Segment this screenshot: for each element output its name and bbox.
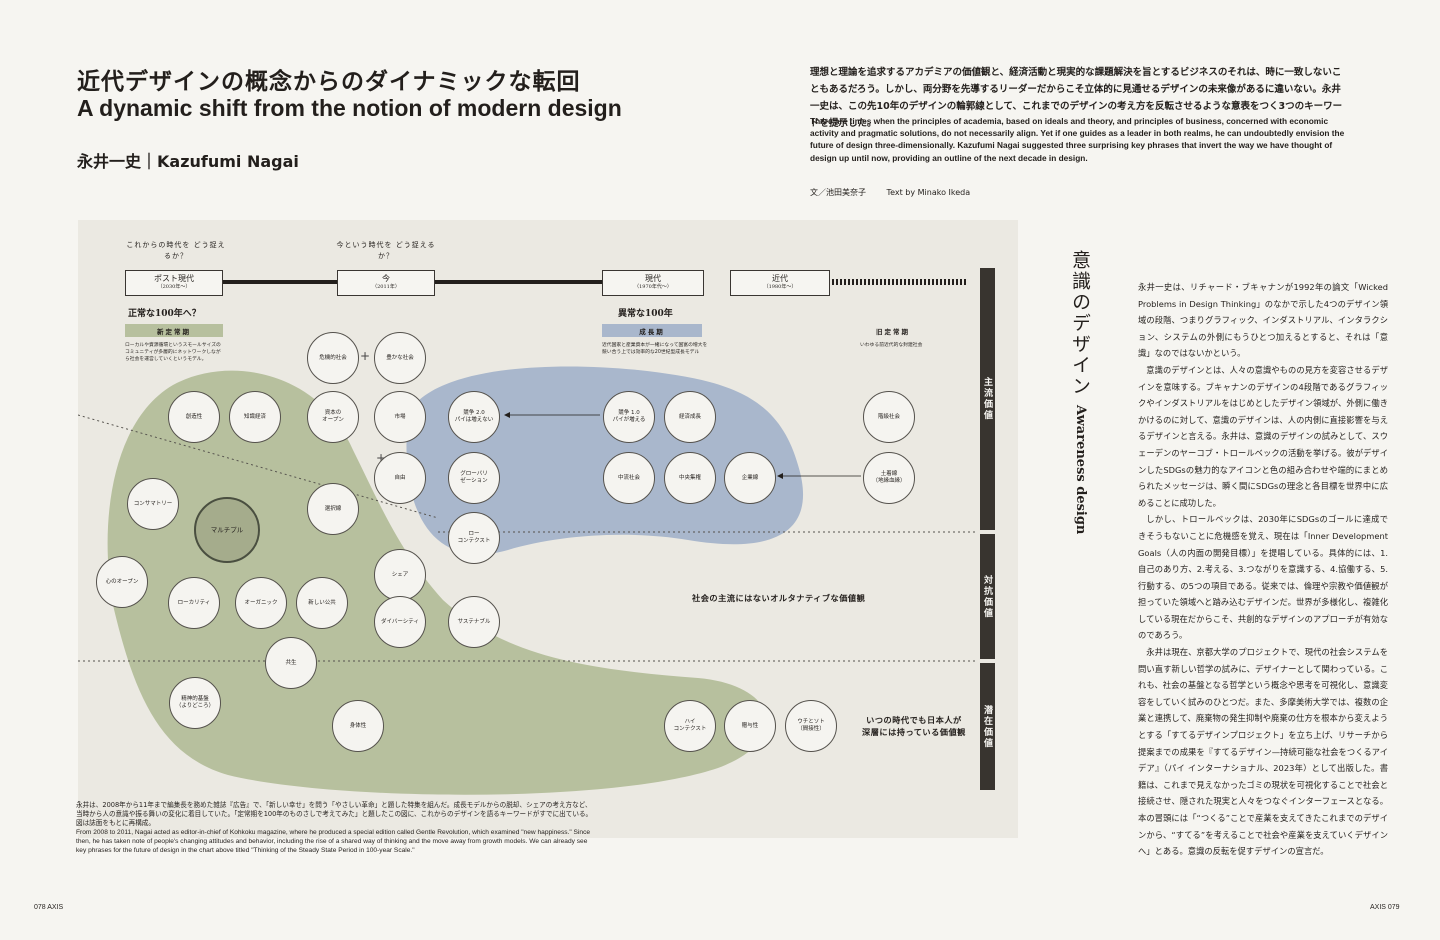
era-sub: （2030年〜） bbox=[157, 284, 191, 290]
note-new-steady: ローカルや資源循環というスモールサイズのコミュニティが多層的にネットワークしなが… bbox=[125, 343, 221, 362]
note-growth: 近代国家と産業資本が一緒になって国富の増大を競い合う上では効率的な20世紀型成長… bbox=[602, 343, 708, 355]
value-map-diagram: これからの時代を どう捉えるか？ 今という時代を どう捉えるか？ ポスト現代（2… bbox=[78, 220, 1018, 838]
credit: 文／池田美奈子 Text by Minako Ikeda bbox=[810, 187, 988, 198]
era-sub: （1980年〜） bbox=[763, 284, 797, 290]
node-local: ローカリティ bbox=[168, 577, 220, 629]
paragraph: 永井一史は、リチャード・ブキャナンが1992年の論文「Wicked Proble… bbox=[1138, 282, 1388, 359]
lead-japanese: 理想と理論を追求するアカデミアの価値観と、経済活動と現実的な課題解決を旨とするビ… bbox=[810, 67, 1343, 129]
paragraph: しかし、トロールベックは、2030年にSDGsのゴールに達成できそうもないことに… bbox=[1138, 514, 1388, 641]
arrow-to-kyoso2-head bbox=[504, 412, 510, 418]
node-shintai: 身体性 bbox=[332, 700, 384, 752]
node-kaikyu: 階級社会 bbox=[863, 391, 915, 443]
label-alternative: 社会の主流にはないオルタナティブな価値観 bbox=[692, 593, 866, 603]
band-main-values: 主流価値 bbox=[980, 268, 995, 530]
node-yutaka: 豊かな社会 bbox=[374, 332, 426, 384]
node-kigyo: 企業線 bbox=[724, 452, 776, 504]
node-uchisoto: ウチとソト （間接性） bbox=[785, 700, 837, 752]
node-consult: コンサマトリー bbox=[127, 478, 179, 530]
node-kyosei: 共生 bbox=[265, 637, 317, 689]
caption-japanese: 永井は、2008年から11年まで編集長を務めた雑誌『広告』で、「新しい幸せ」を問… bbox=[76, 801, 593, 827]
paragraph: 永井は現在、京都大学のプロジェクトで、現代の社会システムを問い直す新しい哲学の試… bbox=[1138, 647, 1388, 857]
era-label: 近代 bbox=[772, 274, 788, 283]
green-area bbox=[107, 370, 767, 795]
title-english: A dynamic shift from the notion of moder… bbox=[77, 95, 622, 121]
node-jiyu: 自由 bbox=[374, 452, 426, 504]
band-latent-values: 潜在価値 bbox=[980, 663, 995, 790]
node-chuo: 中央集権 bbox=[664, 452, 716, 504]
node-kyoso1: 競争 1.0 パイが増える bbox=[603, 391, 655, 443]
credit-en: Text by Minako Ikeda bbox=[886, 188, 971, 197]
node-chishiki: 知識経済 bbox=[229, 391, 281, 443]
era-label: 現代 bbox=[645, 274, 661, 283]
node-sozo: 創造性 bbox=[168, 391, 220, 443]
node-sentaku: 選択線 bbox=[307, 483, 359, 535]
node-organic: オーガニック bbox=[235, 577, 287, 629]
node-tochi: 土着線 （地縁血縁） bbox=[863, 452, 915, 504]
node-kyoso2: 競争 2.0 パイは増えない bbox=[448, 391, 500, 443]
node-kiki: 危機的社会 bbox=[307, 332, 359, 384]
node-share: シェア bbox=[374, 549, 426, 601]
era-post-modern: ポスト現代（2030年〜） bbox=[125, 270, 223, 296]
author-name: 永井一史｜Kazufumi Nagai bbox=[77, 152, 299, 171]
section-title: 意識のデザイン Awareness design bbox=[1068, 250, 1092, 534]
node-atarashii: 新しい公共 bbox=[296, 577, 348, 629]
paragraph: 意識のデザインとは、人々の意識やものの見方を変容させるデザインを意味する。ブキャ… bbox=[1138, 364, 1388, 508]
phase-old-steady: 旧定常期 bbox=[876, 327, 910, 336]
page-number-right: AXIS 079 bbox=[1370, 904, 1400, 911]
era-modern: 近代（1980年〜） bbox=[730, 270, 830, 296]
lead-english: There are times when the principles of a… bbox=[810, 116, 1345, 163]
node-hoyo: 贈与性 bbox=[724, 700, 776, 752]
credit-jp: 文／池田美奈子 bbox=[810, 188, 866, 197]
era-sub: （2011年） bbox=[372, 284, 400, 290]
era-label: ポスト現代 bbox=[154, 274, 194, 283]
heading-abnormal-100: 異常な100年 bbox=[618, 309, 673, 319]
note-old-steady: いわゆる前近代的な封建社会 bbox=[860, 343, 923, 348]
node-global: グローバリ ゼーション bbox=[448, 452, 500, 504]
node-seishin: 精神的基盤 （よりどころ） bbox=[169, 677, 221, 729]
phase-new-steady: 新定常期 bbox=[125, 324, 223, 337]
page-number-left: 078 AXIS bbox=[34, 904, 64, 911]
node-highctx: ハイ コンテクスト bbox=[664, 700, 716, 752]
era-label: 今 bbox=[382, 274, 390, 283]
phase-growth: 成長期 bbox=[602, 324, 702, 337]
section-title-jp: 意識のデザイン bbox=[1069, 250, 1091, 397]
node-shihon: 資本の オープン bbox=[307, 391, 359, 443]
caption-english: From 2008 to 2011, Nagai acted as editor… bbox=[76, 829, 591, 854]
era-sub: （1970年代〜） bbox=[634, 284, 672, 290]
label-latent: いつの時代でも日本人が 深層には持っている価値観 bbox=[862, 715, 966, 737]
band-counter-values: 対抗価値 bbox=[980, 534, 995, 659]
node-keizai: 経済成長 bbox=[664, 391, 716, 443]
node-kokoro: 心のオープン bbox=[96, 556, 148, 608]
node-diversity: ダイバーシティ bbox=[374, 596, 426, 648]
node-sustain: サステナブル bbox=[448, 596, 500, 648]
plus-sign: + bbox=[360, 349, 371, 363]
title-japanese: 近代デザインの概念からのダイナミックな転回 bbox=[77, 69, 581, 95]
question-future: これからの時代を どう捉えるか？ bbox=[126, 241, 226, 260]
era-now: 今（2011年） bbox=[337, 270, 435, 296]
figure-caption: 永井は、2008年から11年まで編集長を務めた雑誌『広告』で、「新しい幸せ」を問… bbox=[76, 801, 596, 855]
plus-sign: + bbox=[376, 451, 387, 465]
node-lowctx: ロー コンテクスト bbox=[448, 512, 500, 564]
node-shijo: 市場 bbox=[374, 391, 426, 443]
heading-normal-100: 正常な100年へ？ bbox=[128, 309, 201, 319]
arrow-to-kigyo-head bbox=[777, 473, 783, 479]
era-contemporary: 現代（1970年代〜） bbox=[602, 270, 704, 296]
node-chukan: 中流社会 bbox=[603, 452, 655, 504]
section-title-en: Awareness design bbox=[1073, 405, 1088, 535]
article-body: 永井一史は、リチャード・ブキャナンが1992年の論文「Wicked Proble… bbox=[1138, 279, 1388, 860]
question-now: 今という時代を どう捉えるか？ bbox=[336, 241, 436, 260]
node-multi: マルチプル bbox=[194, 497, 260, 563]
